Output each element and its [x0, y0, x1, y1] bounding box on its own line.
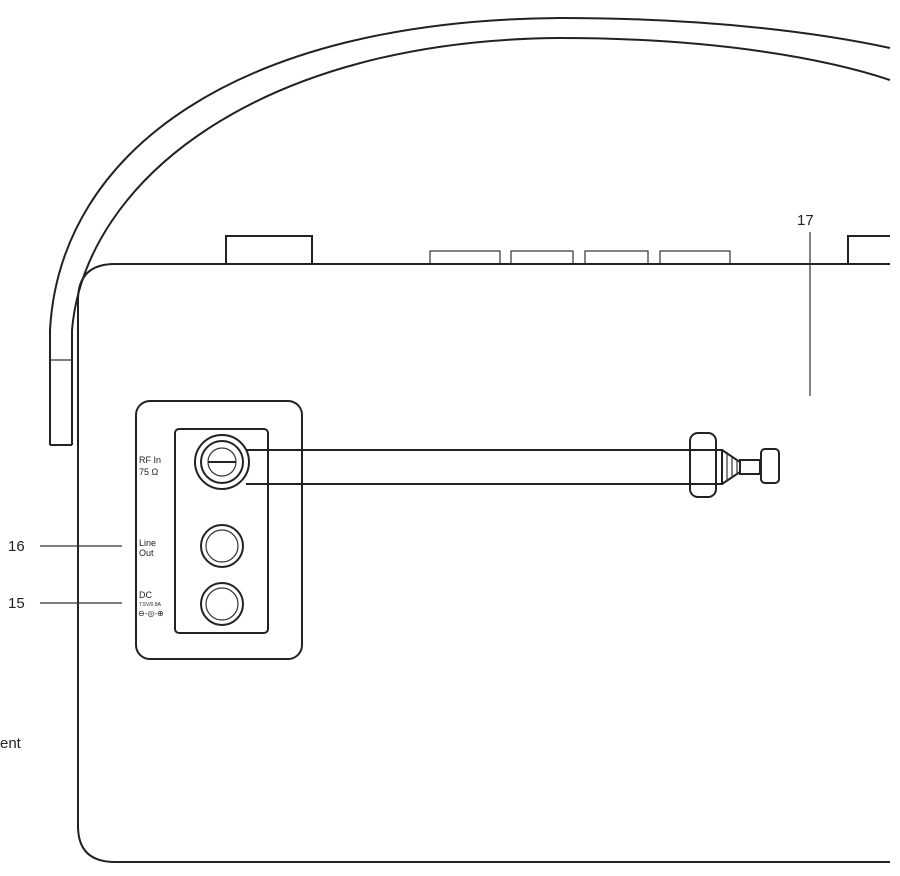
carry-handle [49, 16, 891, 446]
callout-16: 16 [8, 538, 25, 555]
line-out-label: Line [139, 538, 156, 548]
rf-in-socket-icon [194, 434, 250, 490]
top-buttons [225, 235, 890, 265]
line-out-label-2: Out [139, 548, 154, 558]
telescopic-antenna [246, 432, 780, 498]
dc-polarity-icon: ⊖-◎-⊕ [138, 609, 164, 618]
dc-label: DC [139, 590, 152, 600]
callout-17: 17 [797, 212, 814, 229]
connector-panel [135, 400, 303, 660]
callout-15: 15 [8, 595, 25, 612]
rf-in-label: RF In [139, 455, 161, 465]
rf-in-impedance-label: 75 Ω [139, 467, 159, 477]
radio-body [77, 263, 890, 863]
dc-rating-label: 7.5V/0.8A [139, 602, 162, 608]
line-out-jack-icon [200, 524, 244, 568]
partial-caption: ent [0, 735, 22, 752]
dc-input-jack-icon [200, 582, 244, 626]
